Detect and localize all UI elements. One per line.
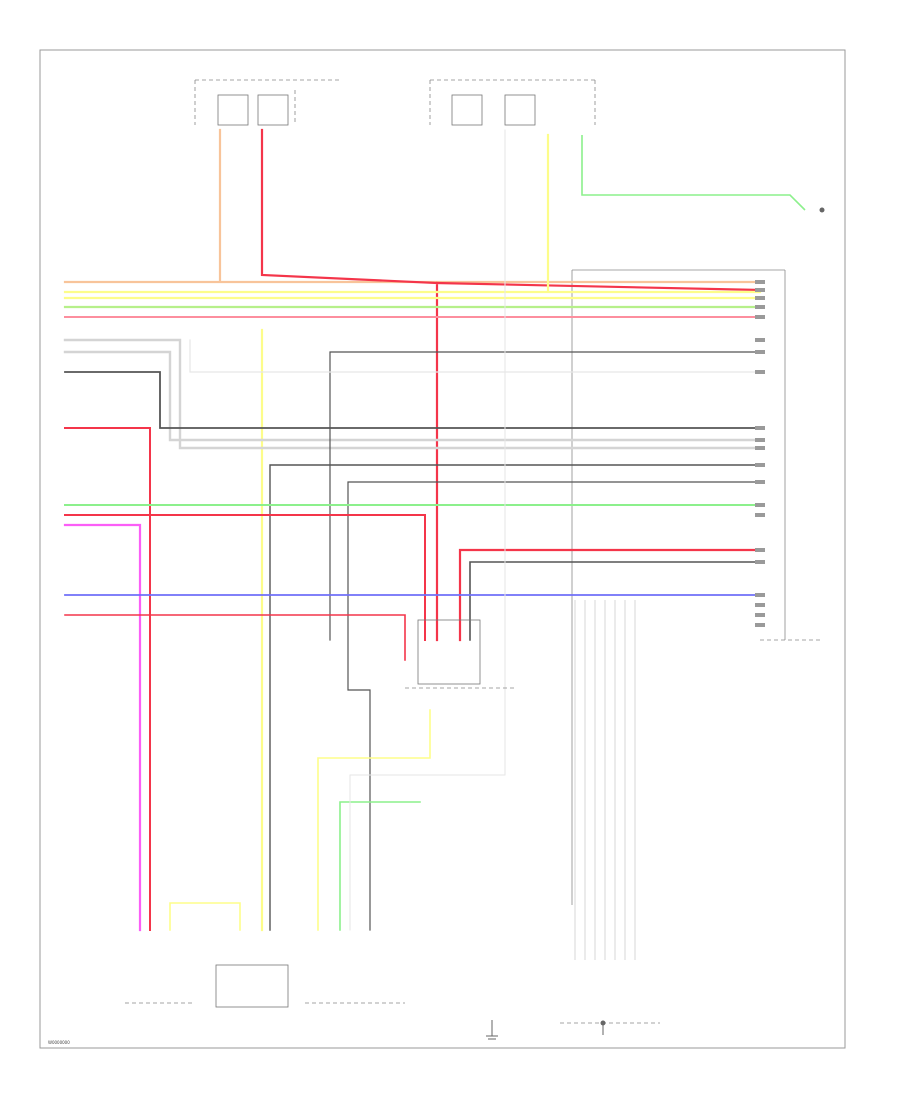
ecu-pin [755,296,765,300]
ecu-pin [755,438,765,442]
wire-red-top [260,128,762,642]
ecu-pin [755,593,765,597]
ecu-pin [755,370,765,374]
wire-gray-2 [63,350,762,442]
ecu-pin [755,480,765,484]
ecu-pin [755,560,765,564]
middle-connector [405,619,515,689]
ecu-pin [755,288,765,292]
ecu-pin-marks [574,280,765,960]
bottom-center-component [215,964,289,1008]
wire-red-bottom [64,614,406,661]
top-fuse-block-left [194,79,340,126]
bottom-right-connector [560,1020,660,1035]
ground-symbol [486,1020,498,1040]
ecu-pin [755,603,765,607]
ecu-pin [755,305,765,309]
ecu-pin [755,613,765,617]
wire-red-mid [64,427,151,931]
ecu-pin [755,315,765,319]
ecu-pin [755,338,765,342]
wire-red-lower [64,514,426,641]
wire-yellow-1 [63,133,762,294]
wire-dark-right [469,561,761,641]
wire-magenta [63,523,142,932]
ecu-pin [755,426,765,430]
ecu-pin [755,280,765,284]
top-fuse-block-right [429,79,596,126]
ecu-pin [755,503,765,507]
wire-yellow-loop [169,709,431,931]
wire-orange-top [63,128,762,284]
wire-harness [63,128,765,960]
ecu-pin [755,623,765,627]
top-right-sensor [581,135,825,213]
wire-green-bottom [339,801,421,931]
wire-dark-1 [64,371,761,429]
ecu-pin [755,350,765,354]
ecu-pin [755,548,765,552]
wire-dark-mid [269,464,761,931]
diagram-frame [39,49,846,1049]
ecu-connector-block [571,269,820,905]
wire-yellow-2 [63,296,762,932]
wire-gray-bottom [349,129,506,931]
ecu-pin [755,446,765,450]
wire-light-gray [189,339,761,373]
wire-dark-mid2 [347,481,761,931]
figure-id: W0000000 [48,1040,70,1045]
wire-gray-1 [63,338,762,450]
ecu-pin [755,513,765,517]
wire-dark-2 [329,351,761,641]
ecu-pin [755,463,765,467]
